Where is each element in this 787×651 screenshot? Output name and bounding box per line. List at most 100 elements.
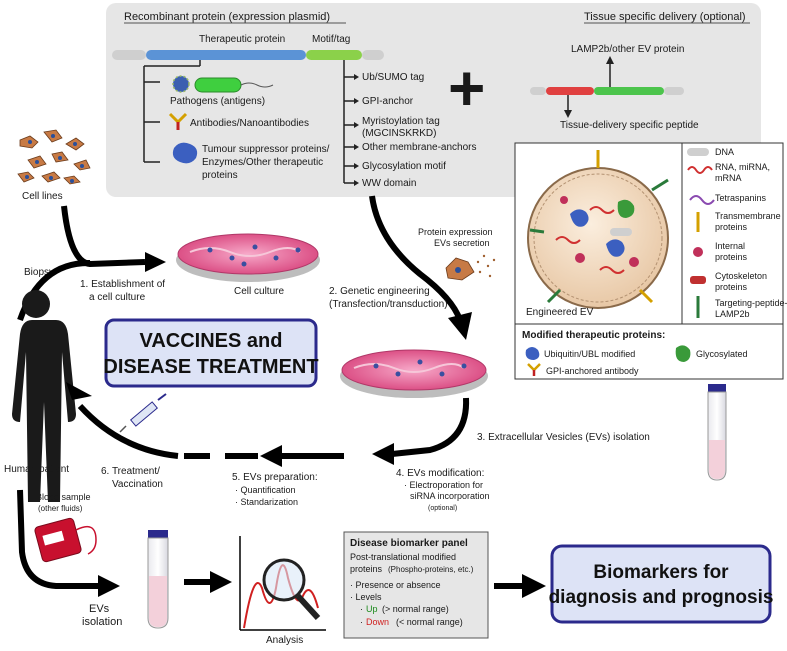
category-tumour-2: Enzymes/Other therapeutic bbox=[202, 157, 323, 168]
blood-bag-icon bbox=[34, 517, 97, 563]
arrow-step3 bbox=[391, 397, 470, 457]
category-tumour-3: proteins bbox=[202, 170, 238, 181]
arrow-treatment bbox=[77, 403, 179, 459]
engineered-ev-label: Engineered EV bbox=[526, 307, 594, 318]
step6-line2: Vaccination bbox=[112, 479, 163, 490]
legend-rna-2: mRNA bbox=[715, 173, 742, 183]
therapeutic-protein-label: Therapeutic protein bbox=[199, 34, 285, 45]
step1-line2: a cell culture bbox=[89, 292, 146, 303]
biopsy-label: Biopsy bbox=[24, 267, 54, 278]
vaccines-box bbox=[104, 318, 318, 388]
engineered-ev bbox=[527, 150, 669, 309]
modified-title: Modified therapeutic proteins: bbox=[522, 330, 665, 341]
category-tumour-1: Tumour suppressor proteins/ bbox=[202, 144, 330, 155]
biomarker-down: Down bbox=[366, 617, 389, 627]
legend-internal-1: Internal bbox=[715, 241, 745, 251]
step4-line3: siRNA incorporation bbox=[410, 491, 490, 501]
sample-tube bbox=[147, 530, 169, 629]
engineered-cell-dish bbox=[340, 349, 488, 398]
delivery-header: Tissue specific delivery (optional) bbox=[584, 11, 746, 23]
tag-bracket bbox=[343, 60, 354, 184]
step5-line1: 5. EVs preparation: bbox=[232, 472, 318, 483]
human-patient-icon bbox=[12, 290, 76, 502]
cell-culture-dish bbox=[176, 233, 320, 282]
biomarkers-box bbox=[550, 544, 772, 624]
legend-icons bbox=[687, 148, 715, 318]
tumour-protein-icon bbox=[172, 142, 198, 164]
cell-lines-icon bbox=[17, 129, 91, 185]
step5-line2: · Quantification bbox=[235, 485, 296, 495]
step4-line2: · Electroporation for bbox=[404, 480, 483, 490]
biomarker-title: Disease biomarker panel bbox=[350, 538, 468, 549]
step4-line1: 4. EVs modification: bbox=[396, 468, 484, 479]
modified-ubiquitin: Ubiquitin/UBL modified bbox=[544, 349, 635, 359]
tag-myristoylation-seq: (MGCINSKRKD) bbox=[362, 128, 436, 139]
tag-gpi: GPI-anchor bbox=[362, 96, 414, 107]
biomarkers-line2: diagnosis and prognosis bbox=[549, 587, 774, 608]
tag-ub-sumo: Ub/SUMO tag bbox=[362, 72, 424, 83]
legend-cytoskeleton-1: Cytoskeleton bbox=[715, 271, 767, 281]
biomarker-line2: proteins bbox=[350, 564, 383, 574]
biomarker-up-bullet: · bbox=[360, 604, 363, 614]
biomarker-down-note: (< normal range) bbox=[396, 617, 463, 627]
arrow-cell-lines bbox=[61, 205, 146, 268]
motif-tag-label: Motif/tag bbox=[312, 34, 350, 45]
tag-myristoylation: Myristoylation tag bbox=[362, 116, 440, 127]
secreting-cell-icon bbox=[445, 254, 496, 281]
plasmid-strip bbox=[112, 50, 384, 60]
syringe-icon bbox=[119, 393, 167, 433]
legend-transmembrane-2: proteins bbox=[715, 222, 748, 232]
pathogen-icon bbox=[172, 75, 274, 93]
tag-ww-domain: WW domain bbox=[362, 178, 416, 189]
step6-line1: 6. Treatment/ bbox=[101, 466, 160, 477]
legend-tetraspanins: Tetraspanins bbox=[715, 193, 767, 203]
legend-targeting-2: LAMP2b bbox=[715, 309, 750, 319]
isolated-evs-tube bbox=[707, 384, 727, 481]
modified-glycosylated: Glycosylated bbox=[696, 349, 748, 359]
legend-targeting-1: Targeting-peptide- bbox=[715, 298, 787, 308]
biomarker-up: Up bbox=[366, 604, 378, 614]
biomarker-line4: · Levels bbox=[350, 592, 382, 602]
ubiquitin-icon bbox=[525, 347, 540, 360]
biomarkers-line1: Biomarkers for bbox=[593, 562, 729, 583]
delivery-lamp: LAMP2b/other EV protein bbox=[571, 44, 684, 55]
evs-isolation-1: EVs bbox=[89, 603, 110, 615]
legend-dna: DNA bbox=[715, 147, 734, 157]
legend-internal-2: proteins bbox=[715, 252, 748, 262]
blood-sample-2: (other fluids) bbox=[38, 504, 83, 513]
step2-line1: 2. Genetic engineering bbox=[329, 286, 430, 297]
biomarker-panel bbox=[343, 531, 489, 639]
protein-expression-2: EVs secretion bbox=[434, 238, 490, 248]
step2-line2: (Transfection/transduction) bbox=[329, 299, 448, 310]
gpi-antibody-icon bbox=[527, 363, 541, 376]
analysis-label: Analysis bbox=[266, 635, 303, 646]
plus-sign: + bbox=[448, 52, 485, 124]
evs-isolation-2: isolation bbox=[82, 616, 122, 628]
biomarker-line3: · Presence or absence bbox=[350, 580, 441, 590]
protein-expression-1: Protein expression bbox=[418, 227, 493, 237]
delivery-peptide: Tissue-delivery specific peptide bbox=[560, 120, 699, 131]
vaccines-line2: DISEASE TREATMENT bbox=[103, 356, 318, 378]
biomarker-line2-note: (Phospho-proteins, etc.) bbox=[388, 565, 474, 574]
vaccines-line1: VACCINES and bbox=[140, 330, 283, 352]
legend-cytoskeleton-2: proteins bbox=[715, 282, 748, 292]
cell-culture-label: Cell culture bbox=[234, 286, 284, 297]
legend-transmembrane-1: Transmembrane bbox=[715, 211, 781, 221]
biomarker-line1: Post-translational modified bbox=[350, 552, 456, 562]
legend-rna-1: RNA, miRNA, bbox=[715, 162, 770, 172]
glycosylated-icon bbox=[675, 345, 691, 362]
biomarker-down-bullet: · bbox=[360, 617, 363, 627]
category-pathogens: Pathogens (antigens) bbox=[170, 96, 265, 107]
blood-sample-1: Blood sample bbox=[36, 492, 91, 502]
step1-line1: 1. Establishment of bbox=[80, 279, 165, 290]
arrow-blood bbox=[17, 489, 100, 589]
delivery-plasmid bbox=[530, 87, 684, 95]
biomarker-up-note: (> normal range) bbox=[382, 604, 449, 614]
category-antibodies: Antibodies/Nanoantibodies bbox=[190, 118, 309, 129]
step4-line4: (optional) bbox=[428, 505, 457, 512]
cell-lines-label: Cell lines bbox=[22, 191, 63, 202]
category-bracket bbox=[143, 60, 201, 163]
step3-label: 3. Extracellular Vesicles (EVs) isolatio… bbox=[477, 432, 650, 443]
tag-glycosylation: Glycosylation motif bbox=[362, 161, 446, 172]
